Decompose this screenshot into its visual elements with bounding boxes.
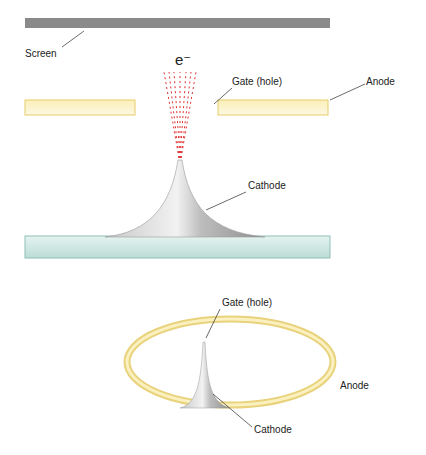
part-label: Anode [340,380,369,391]
anode-plate [218,100,328,115]
part-label: Gate (hole) [232,76,282,87]
anode-ring [127,319,333,405]
leader-line [330,84,365,100]
leader-line [213,394,252,427]
screen-bar [25,18,330,28]
leader-line [214,88,232,104]
anode-plate [25,100,135,115]
part-label: Gate (hole) [222,297,272,308]
particle-label: e⁻ [175,52,191,69]
part-label: Screen [25,48,57,59]
part-label: Anode [366,76,395,87]
cathode-tip [105,160,265,237]
anode-ring [127,319,333,405]
part-label: Cathode [254,424,292,435]
cathode-tip [180,342,230,408]
electron-beam [164,72,196,158]
part-label: Cathode [248,180,286,191]
leader-line [206,192,246,210]
substrate [25,236,330,258]
leader-line [206,309,220,338]
leader-line [62,31,84,47]
